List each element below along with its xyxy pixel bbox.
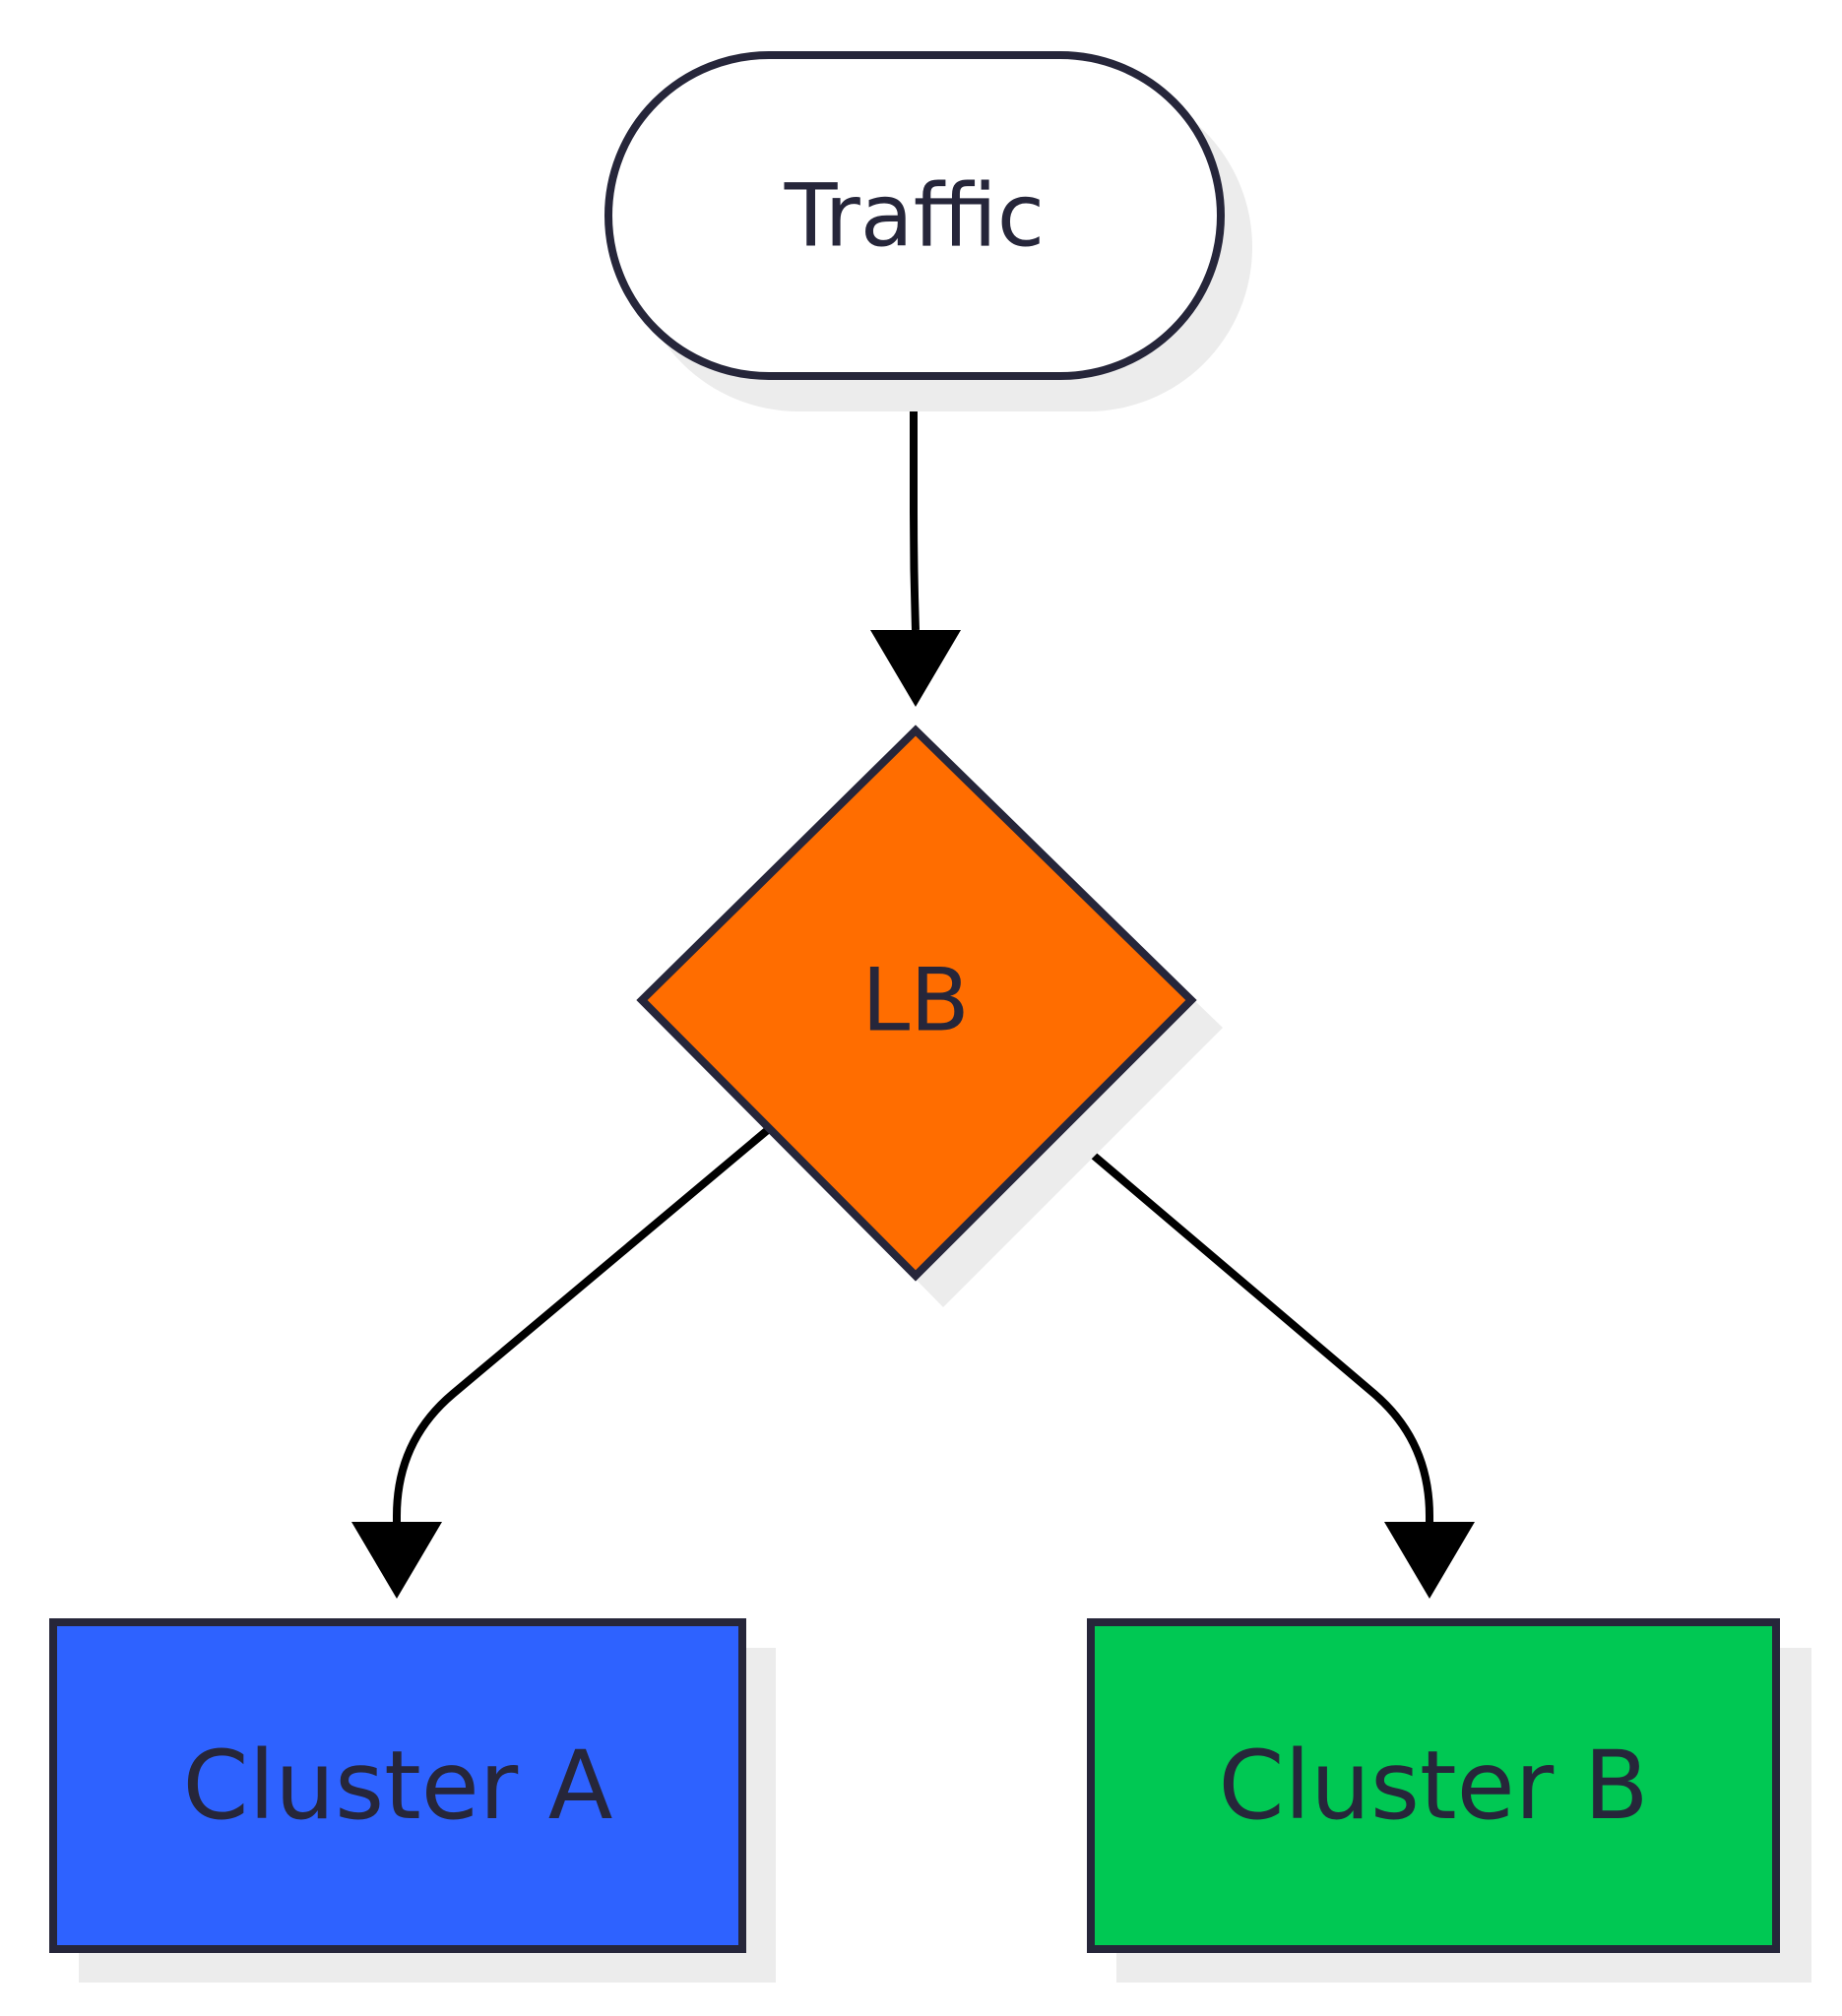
- arrowhead-traffic-to-lb: [870, 630, 961, 707]
- arrowhead-lb-to-cluster-b: [1384, 1522, 1475, 1599]
- node-cluster-b: Cluster B: [1087, 1618, 1811, 1983]
- node-traffic: Traffic: [604, 51, 1252, 411]
- node-lb: LB: [636, 724, 1223, 1307]
- node-cluster-b-shape: [1087, 1618, 1780, 1953]
- node-cluster-a-shape: [49, 1618, 746, 1953]
- node-cluster-a-label: Cluster A: [183, 1731, 613, 1841]
- node-lb-shape: [636, 724, 1197, 1282]
- node-cluster-a: Cluster A: [49, 1618, 776, 1983]
- node-cluster-b-label: Cluster B: [1218, 1731, 1648, 1841]
- node-lb-label: LB: [861, 950, 969, 1051]
- node-traffic-label: Traffic: [784, 165, 1045, 267]
- edges: [351, 376, 1475, 1599]
- arrowhead-lb-to-cluster-a: [351, 1522, 442, 1599]
- edge-lb-to-cluster-b: [1058, 1124, 1433, 1522]
- edge-traffic-to-lb: [910, 376, 920, 631]
- edge-lb-to-cluster-a: [393, 1124, 773, 1522]
- node-traffic-shape: [604, 51, 1225, 380]
